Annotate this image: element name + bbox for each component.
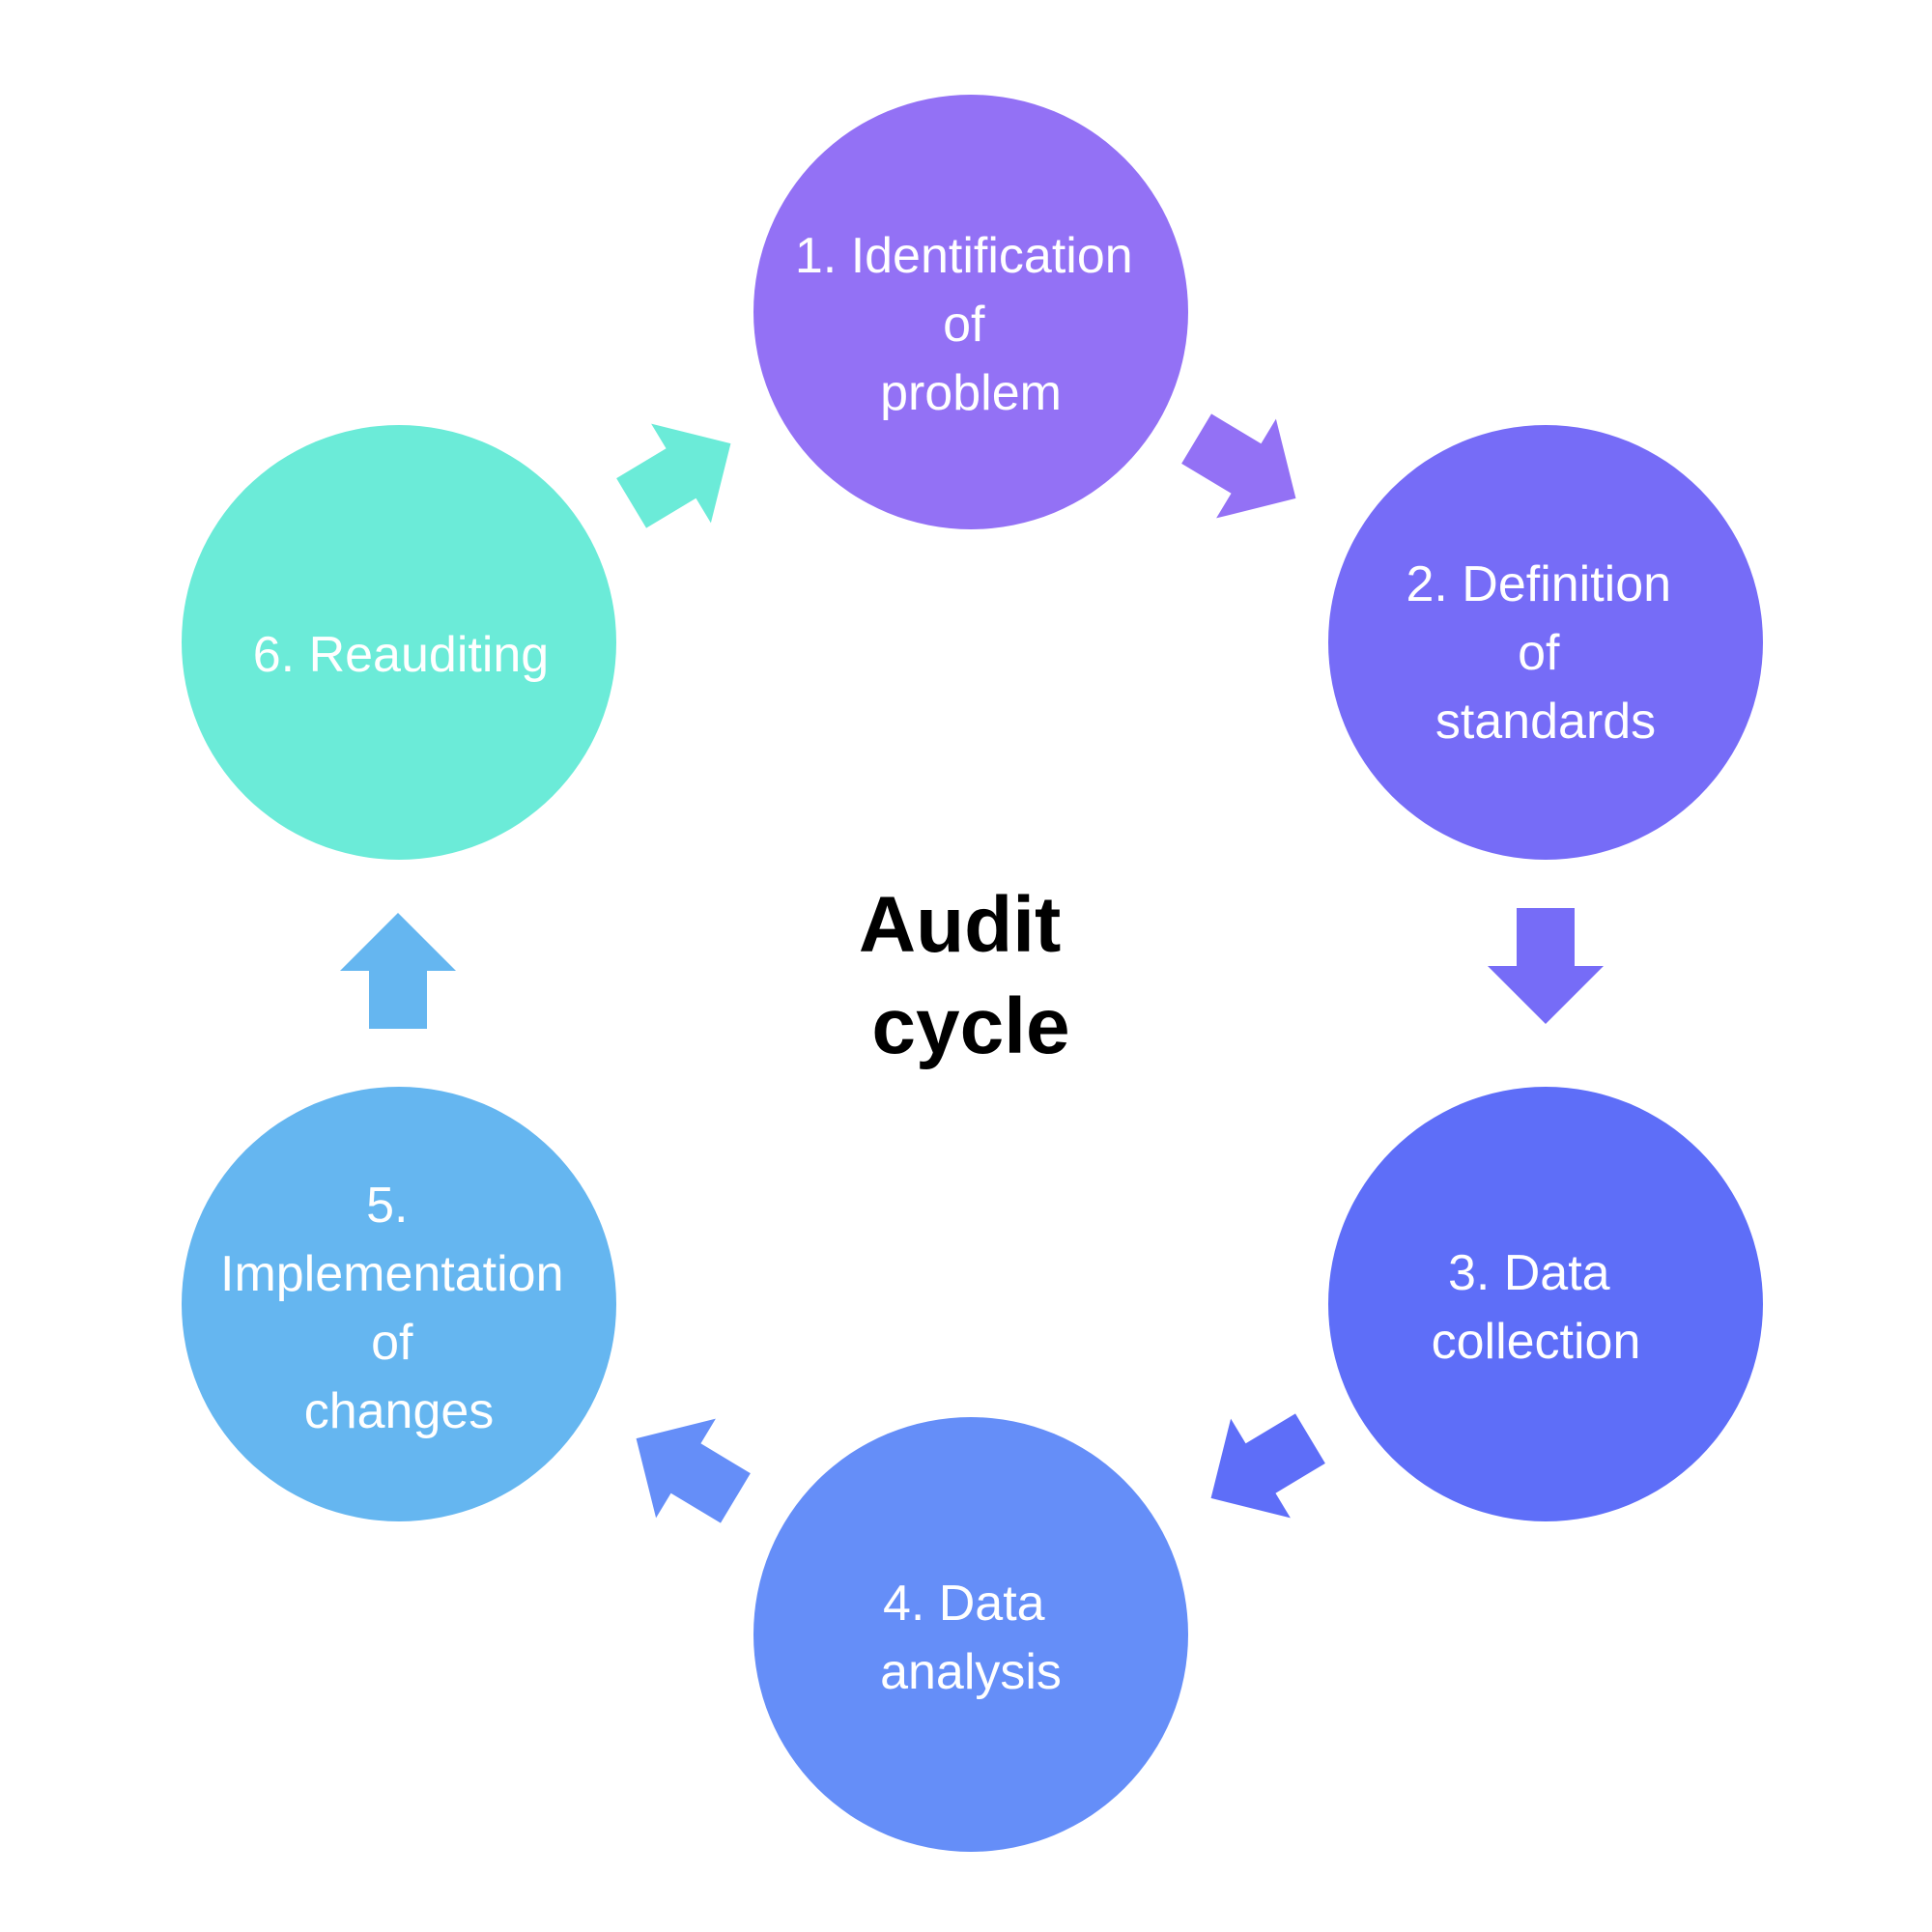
step-1-line-3: problem	[880, 365, 1062, 421]
step-4-label: 4. Data analysis	[880, 1576, 1062, 1700]
step-5-circle	[182, 1087, 616, 1521]
arrow-5-to-6-shape	[340, 913, 456, 1029]
step-5-line-4: changes	[304, 1383, 495, 1439]
step-1-circle	[753, 95, 1188, 529]
arrow-4-to-5-shape	[636, 1418, 751, 1523]
step-1-line-1: 1. Identification	[795, 228, 1133, 284]
step-3-line-1: 3. Data	[1448, 1245, 1610, 1301]
step-5-line-2: Implementation	[220, 1246, 564, 1302]
step-2-label: 2. Definition of standards	[1406, 556, 1685, 750]
arrow-4-to-5	[636, 1418, 751, 1523]
step-5-line-3: of	[371, 1315, 413, 1371]
step-4-line-1: 4. Data	[883, 1576, 1045, 1632]
step-5: 5. Implementation of changes	[182, 1087, 616, 1521]
center-title-line-1: Audit	[859, 881, 1061, 969]
step-3-label: 3. Data collection	[1432, 1245, 1641, 1370]
arrow-5-to-6	[340, 913, 456, 1029]
arrow-3-to-4-shape	[1210, 1413, 1325, 1519]
step-6-line-1: 6. Reauditing	[253, 627, 549, 683]
step-6: 6. Reauditing	[182, 425, 616, 860]
step-2-line-1: 2. Definition	[1406, 556, 1671, 612]
arrow-1-to-2	[1181, 413, 1296, 519]
step-1: 1. Identification of problem	[753, 95, 1188, 529]
arrow-6-to-1-shape	[616, 423, 731, 528]
arrow-2-to-3	[1488, 908, 1604, 1024]
center-title-line-2: cycle	[871, 982, 1069, 1070]
step-3-circle	[1328, 1087, 1763, 1521]
step-6-circle	[182, 425, 616, 860]
step-1-line-2: of	[943, 297, 985, 353]
arrow-1-to-2-shape	[1181, 413, 1296, 519]
step-1-label: 1. Identification of problem	[795, 228, 1147, 421]
step-5-label: 5. Implementation of changes	[220, 1178, 578, 1439]
step-4: 4. Data analysis	[753, 1417, 1188, 1852]
step-2-line-2: of	[1518, 625, 1560, 681]
step-2: 2. Definition of standards	[1328, 425, 1763, 860]
arrow-2-to-3-shape	[1488, 908, 1604, 1024]
center-title: Audit cycle	[859, 881, 1083, 1070]
step-2-circle	[1328, 425, 1763, 860]
step-5-line-1: 5.	[366, 1178, 408, 1234]
step-4-circle	[753, 1417, 1188, 1852]
arrow-6-to-1	[616, 423, 731, 528]
step-2-line-3: standards	[1435, 694, 1656, 750]
step-6-label: 6. Reauditing	[253, 627, 549, 683]
arrow-3-to-4	[1210, 1413, 1325, 1519]
step-3-line-2: collection	[1432, 1314, 1641, 1370]
step-4-line-2: analysis	[880, 1644, 1062, 1700]
step-3: 3. Data collection	[1328, 1087, 1763, 1521]
